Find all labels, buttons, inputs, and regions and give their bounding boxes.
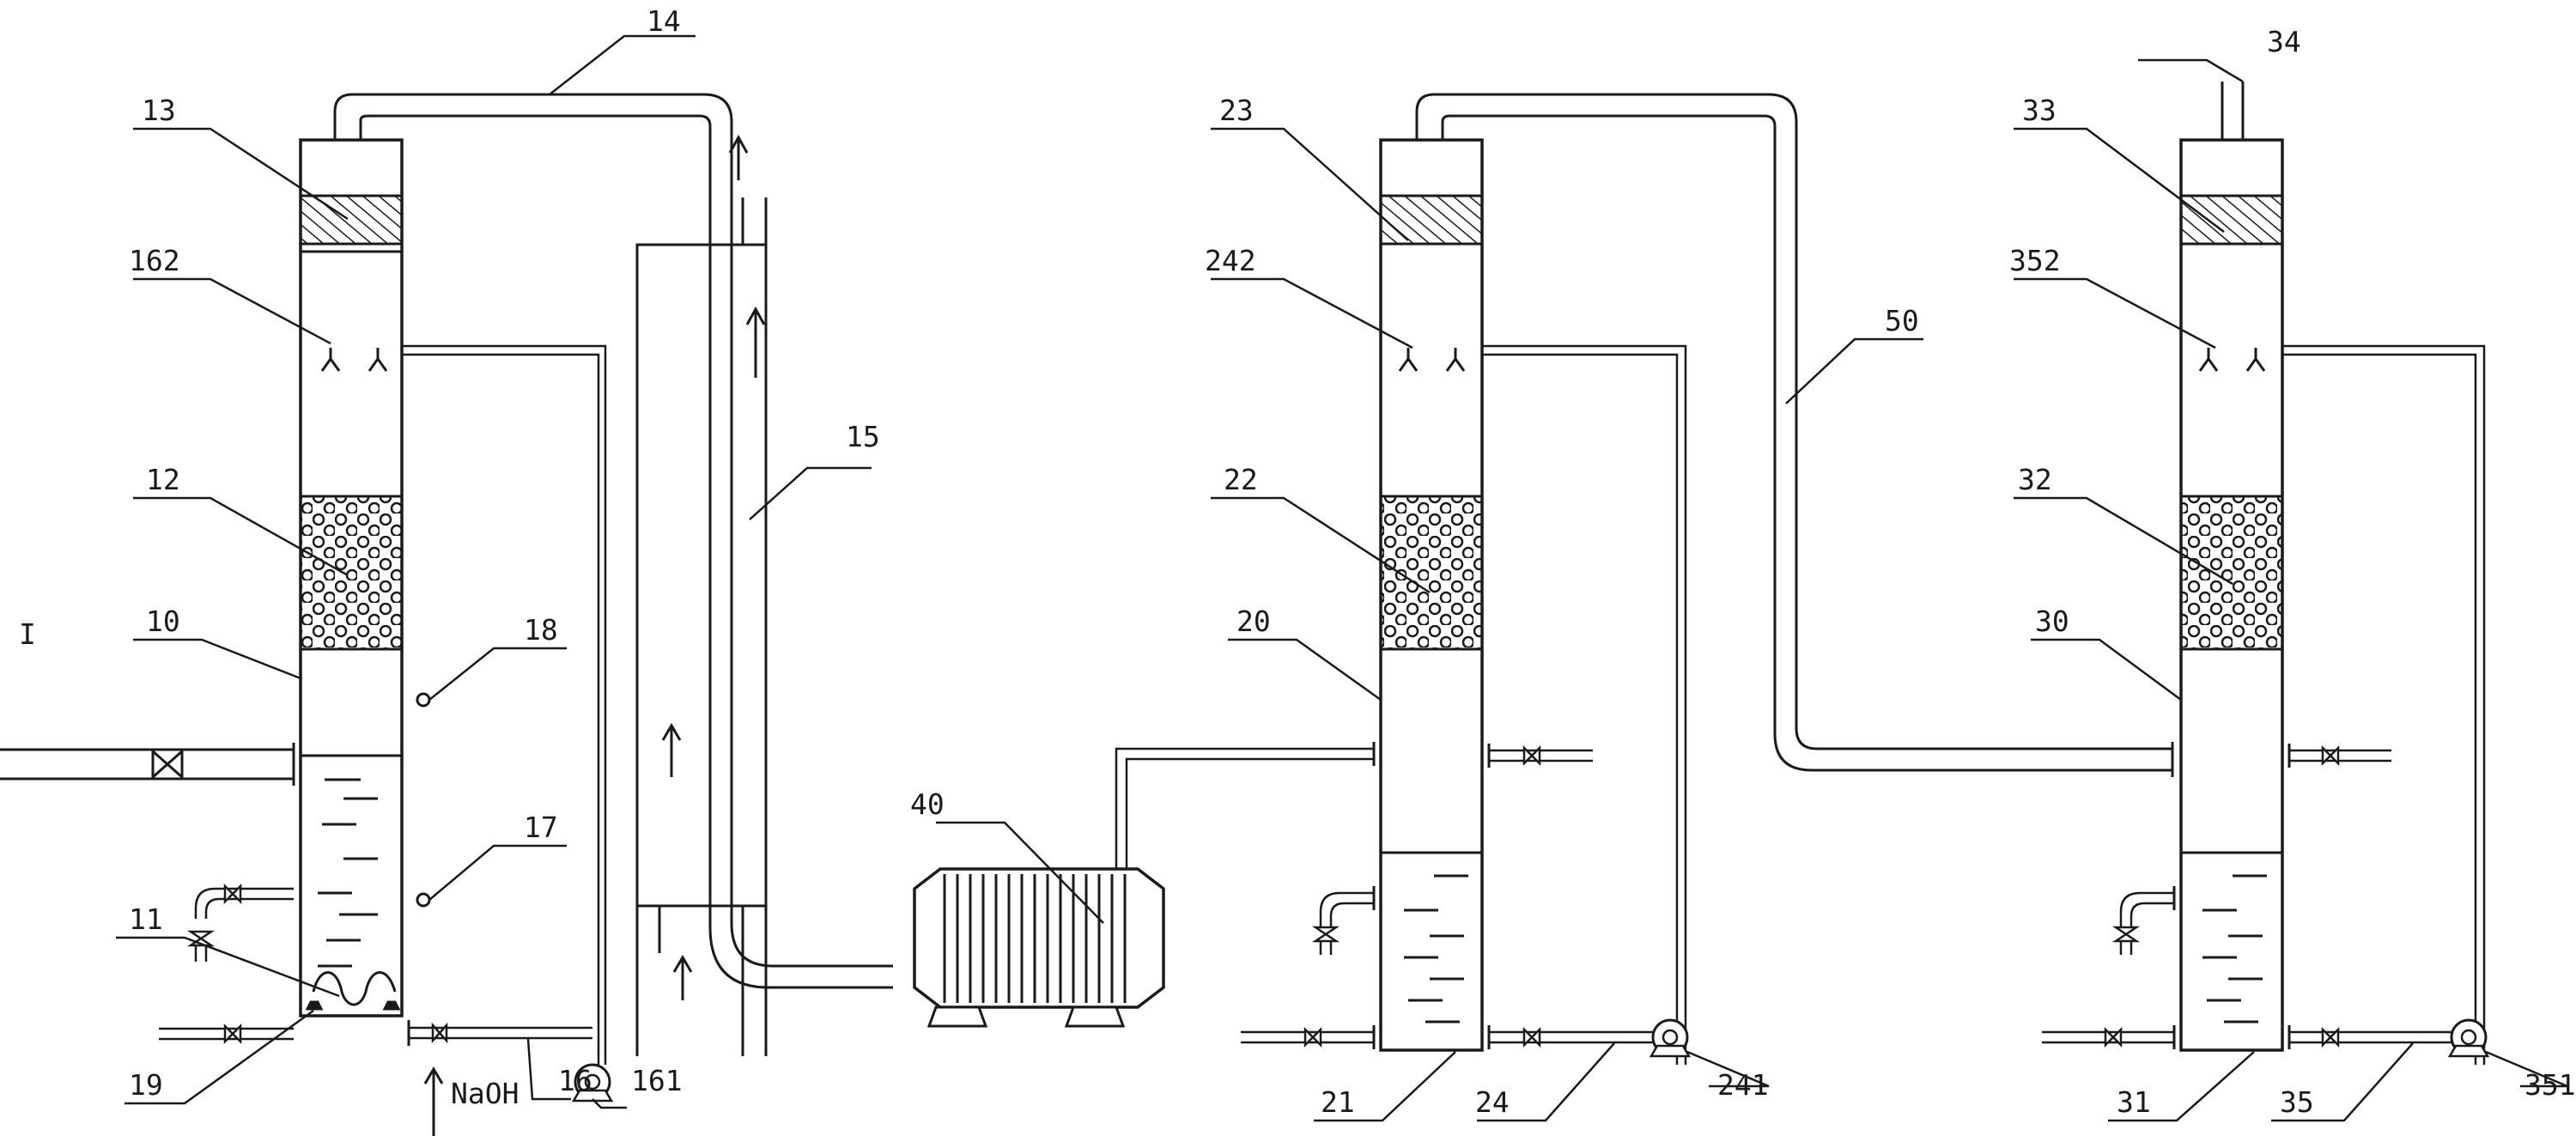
label-19: 19 bbox=[129, 1068, 163, 1102]
label-20: 20 bbox=[1236, 604, 1271, 638]
spray-nozzles-162 bbox=[320, 348, 388, 372]
circulation-line-16 bbox=[402, 344, 614, 1103]
tower-20 bbox=[1241, 138, 1692, 1065]
demister-23 bbox=[1379, 194, 1484, 246]
heat-exchanger-40 bbox=[913, 742, 1376, 1028]
label-162: 162 bbox=[129, 244, 180, 277]
label-161: 161 bbox=[631, 1064, 683, 1097]
drain-pipe-10 bbox=[186, 883, 294, 962]
label-15: 15 bbox=[846, 420, 880, 453]
demister-33 bbox=[2179, 194, 2284, 246]
duct-14 bbox=[333, 93, 893, 989]
spray-nozzles-242 bbox=[1398, 348, 1466, 372]
label-352: 352 bbox=[2009, 244, 2061, 277]
label-241: 241 bbox=[1717, 1068, 1769, 1102]
label-32: 32 bbox=[2018, 463, 2052, 496]
label-34: 34 bbox=[2267, 25, 2301, 58]
packing-22 bbox=[1379, 495, 1484, 651]
flow-arrows bbox=[423, 134, 766, 1136]
label-10: 10 bbox=[146, 604, 180, 638]
label-naoh: NaOH bbox=[451, 1077, 519, 1110]
label-242: 242 bbox=[1205, 244, 1256, 277]
part-labels: 14 13 162 12 10 11 19 18 17 15 16 161 Na… bbox=[19, 4, 2576, 1119]
spray-nozzles-352 bbox=[2198, 348, 2266, 372]
bottom-inlet-10 bbox=[159, 1023, 294, 1045]
demister-13 bbox=[299, 194, 404, 246]
gas-inlet-pipe bbox=[0, 743, 295, 786]
label-16: 16 bbox=[558, 1064, 592, 1097]
leader-lines bbox=[116, 34, 2568, 1122]
label-351: 351 bbox=[2524, 1068, 2576, 1102]
label-18: 18 bbox=[524, 613, 558, 647]
label-side-mark: I bbox=[19, 617, 36, 651]
label-24: 24 bbox=[1475, 1085, 1510, 1119]
label-31: 31 bbox=[2117, 1085, 2151, 1119]
label-35: 35 bbox=[2280, 1085, 2314, 1119]
liquid-marks-10 bbox=[318, 778, 378, 968]
tower-30 bbox=[2042, 82, 2490, 1065]
level-sensor-18 bbox=[416, 692, 431, 708]
pump-16 bbox=[571, 1063, 614, 1103]
duct-50 bbox=[1415, 93, 2174, 777]
pump-351 bbox=[2447, 1018, 2490, 1058]
label-11: 11 bbox=[129, 902, 163, 936]
condenser-15 bbox=[423, 134, 768, 1136]
heating-coil-11 bbox=[312, 971, 397, 1006]
level-sensor-17 bbox=[416, 892, 431, 908]
label-12: 12 bbox=[146, 463, 180, 496]
pump-241 bbox=[1649, 1018, 1692, 1058]
label-21: 21 bbox=[1321, 1085, 1355, 1119]
label-33: 33 bbox=[2022, 94, 2057, 127]
label-23: 23 bbox=[1219, 94, 1254, 127]
packing-12 bbox=[299, 495, 404, 651]
label-50: 50 bbox=[1885, 304, 1919, 337]
tower-10 bbox=[0, 138, 431, 1045]
label-22: 22 bbox=[1224, 463, 1258, 496]
packing-32 bbox=[2179, 495, 2284, 651]
label-14: 14 bbox=[647, 4, 681, 38]
label-13: 13 bbox=[142, 94, 176, 127]
label-17: 17 bbox=[524, 811, 558, 844]
aerators-19 bbox=[305, 1000, 401, 1011]
label-30: 30 bbox=[2035, 604, 2069, 638]
label-40: 40 bbox=[910, 787, 945, 821]
